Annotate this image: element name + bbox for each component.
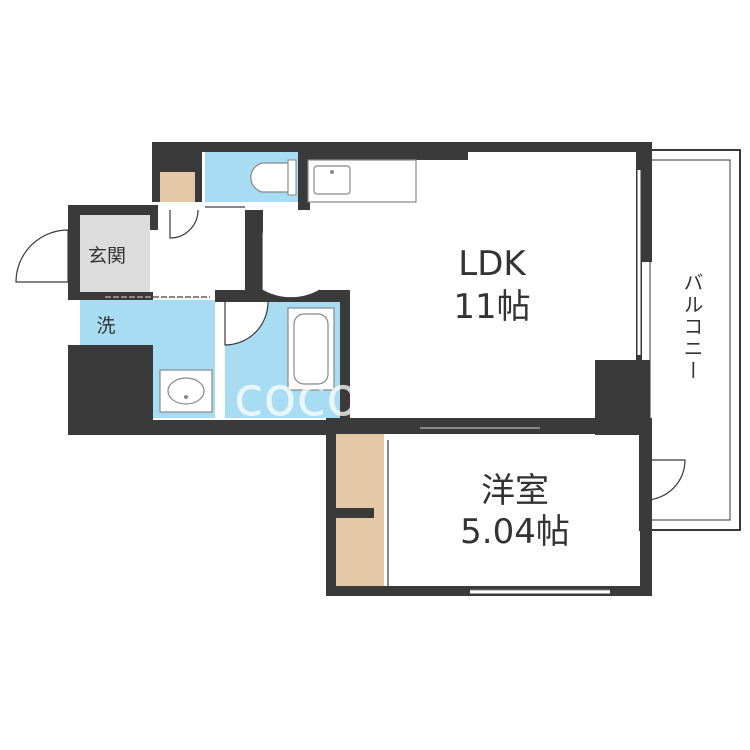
wash-bowl (167, 377, 205, 405)
balcony-inner-line (649, 159, 731, 521)
watermark: coco room (234, 365, 516, 428)
western-room-name: 洋室 (481, 471, 549, 511)
balcony-label: バルコニー (680, 272, 704, 382)
door-swing (169, 209, 199, 239)
wall (150, 205, 158, 230)
kitchen-sink (313, 165, 351, 195)
wall (200, 142, 305, 152)
wall (640, 430, 652, 596)
wall (68, 205, 80, 295)
ldk-size: 11帖 (453, 287, 530, 327)
shoe-storage (160, 172, 195, 202)
front-door-swing (15, 229, 69, 283)
bath-door-swing (224, 301, 269, 346)
closet-divider (336, 508, 374, 518)
western-room-size: 5.04帖 (460, 512, 570, 552)
ldk-name: LDK (458, 244, 527, 284)
wall (68, 205, 150, 215)
wash-drain (184, 395, 188, 399)
wall (326, 418, 652, 434)
bathtub-inner (293, 313, 329, 385)
entrance-floor (80, 215, 150, 292)
wall (300, 142, 468, 160)
wall (466, 142, 652, 152)
wall (326, 418, 336, 596)
wall (245, 210, 263, 290)
toilet-bowl (250, 162, 289, 193)
washroom-label: 洗 (96, 315, 115, 337)
wall (340, 290, 350, 420)
balcony-door-swing (644, 459, 686, 501)
ldk-door-swing (261, 232, 321, 299)
wall (68, 420, 358, 435)
toilet-tank (287, 159, 297, 196)
entrance-label: 玄関 (88, 245, 126, 267)
kitchen-faucet (330, 170, 334, 174)
